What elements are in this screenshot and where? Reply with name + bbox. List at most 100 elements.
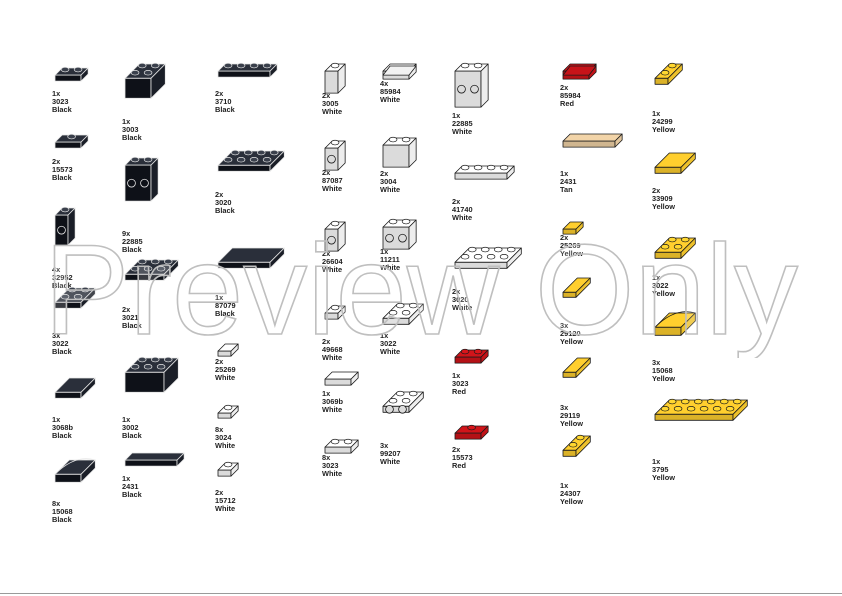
part-side-face: [176, 452, 185, 467]
part-15068-yellow-drawing: [654, 311, 696, 336]
part-stud: [330, 304, 340, 311]
part-image: [652, 145, 700, 179]
part-stud: [680, 398, 690, 405]
part-stud: [262, 62, 272, 69]
part-stud: [137, 258, 147, 265]
part-color: Yellow: [560, 497, 584, 507]
part-number: 99207: [380, 449, 401, 459]
part-number: 29119: [560, 411, 581, 421]
part-15573-black-drawing: [54, 133, 89, 149]
part-side-stud: [57, 225, 66, 235]
part-quantity: 8x: [215, 425, 224, 434]
part-number: 3023: [52, 97, 69, 107]
part-image: [52, 452, 100, 488]
part-number: 25269: [215, 365, 236, 375]
part-front-face: [54, 391, 82, 399]
part-image: [322, 56, 350, 99]
part-image: [652, 56, 687, 90]
part-color: White: [215, 504, 236, 514]
part-side-stud: [457, 84, 466, 94]
part-49668-white-drawing: [324, 304, 346, 320]
part-stud: [330, 139, 340, 146]
part-color: Red: [560, 99, 574, 109]
part-side-face: [480, 349, 489, 364]
part-image: [215, 336, 243, 362]
part-image: [652, 305, 700, 341]
part-image: [560, 270, 595, 303]
part-number: 3020: [215, 198, 232, 208]
part-color: Red: [452, 387, 466, 397]
part-front-face: [324, 70, 339, 94]
part-stud: [467, 246, 477, 253]
part-number: 49668: [322, 345, 343, 355]
part-color: Black: [122, 245, 142, 255]
part-stud: [712, 406, 722, 412]
part-front-face: [217, 469, 232, 477]
part-number: 3020: [452, 295, 469, 305]
part-front-face: [54, 473, 82, 483]
part-front-face: [654, 326, 682, 336]
part-color: Yellow: [560, 337, 584, 347]
part-stud: [330, 438, 340, 445]
part-number: 3069b: [322, 397, 343, 407]
part-number: 3022: [52, 339, 69, 349]
part-color: Yellow: [652, 125, 676, 135]
part-front-face: [217, 70, 271, 78]
part-quantity: 8x: [322, 453, 331, 462]
part-stud: [473, 348, 483, 355]
part-stud: [60, 294, 70, 300]
part-3710-black-drawing: [217, 62, 278, 78]
part-2431-black-drawing: [124, 452, 185, 467]
part-image: [122, 252, 183, 286]
part-stud: [460, 254, 470, 260]
part-quantity: 2x: [215, 89, 224, 98]
part-front-face: [454, 432, 482, 440]
part-color: White: [380, 347, 401, 357]
part-stud: [486, 254, 496, 260]
part-front-face: [124, 459, 178, 467]
part-stud: [143, 70, 153, 76]
part-side-face: [230, 405, 239, 419]
part-number: 3023: [322, 461, 339, 471]
part-side-stud: [127, 178, 136, 188]
part-stud: [568, 442, 578, 448]
part-image: [560, 214, 588, 240]
part-side-stud: [385, 404, 394, 414]
part-stud: [150, 258, 160, 265]
part-side-face: [408, 303, 424, 325]
part-number: 3021: [122, 313, 139, 323]
part-side-face: [680, 237, 696, 259]
part-color: White: [380, 263, 401, 273]
part-side-face: [480, 63, 489, 108]
part-quantity: 2x: [560, 233, 569, 242]
part-stud: [150, 356, 160, 363]
part-number: 29120: [560, 329, 581, 339]
part-stud: [506, 246, 516, 253]
part-side-face: [80, 134, 89, 149]
part-color: Black: [122, 431, 142, 441]
part-stud: [473, 62, 483, 69]
part-quantity: 2x: [215, 488, 224, 497]
part-quantity: 1x: [560, 169, 569, 178]
part-image: [52, 370, 100, 404]
part-color: White: [322, 405, 343, 415]
part-side-face: [269, 63, 278, 78]
part-stud: [156, 364, 166, 370]
part-stud: [460, 348, 470, 355]
part-quantity: 4x: [380, 79, 389, 88]
part-stud: [262, 157, 272, 163]
part-image: [322, 432, 363, 459]
part-number: 22885: [452, 119, 473, 129]
